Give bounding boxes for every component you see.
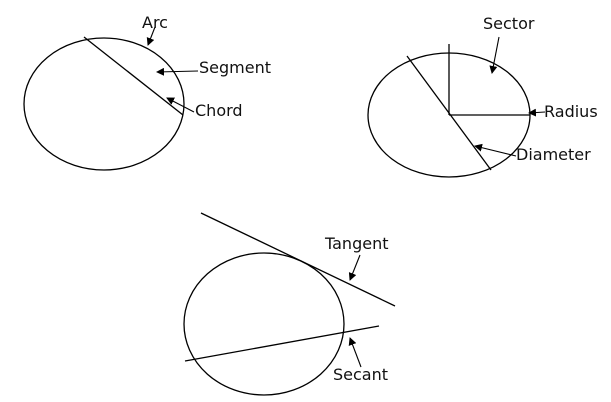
sector-pointer (489, 36, 500, 74)
diameter-pointer (474, 143, 517, 157)
circle-3 (183, 252, 345, 396)
radius-pointer (528, 108, 546, 117)
segment-pointer (156, 67, 199, 76)
diameter-label: Diameter (516, 145, 591, 164)
secant-pointer (348, 337, 362, 368)
chord-label: Chord (195, 101, 243, 120)
chord-line (83, 36, 184, 116)
radius-label: Radius (544, 102, 598, 121)
tangent-label: Tangent (325, 234, 389, 253)
circle-1 (23, 37, 185, 171)
sector-label: Sector (483, 14, 535, 33)
segment-label: Segment (199, 58, 271, 77)
circle-sector-group (367, 36, 546, 178)
arc-label: Arc (142, 13, 168, 32)
tangent-pointer (348, 254, 361, 281)
secant-line (184, 325, 380, 362)
arc-pointer (146, 26, 156, 46)
circle-chord-group (23, 26, 199, 171)
circle-tangent-group (183, 212, 396, 396)
tangent-line (200, 212, 396, 307)
chord-pointer (166, 97, 195, 113)
secant-label: Secant (333, 365, 389, 384)
